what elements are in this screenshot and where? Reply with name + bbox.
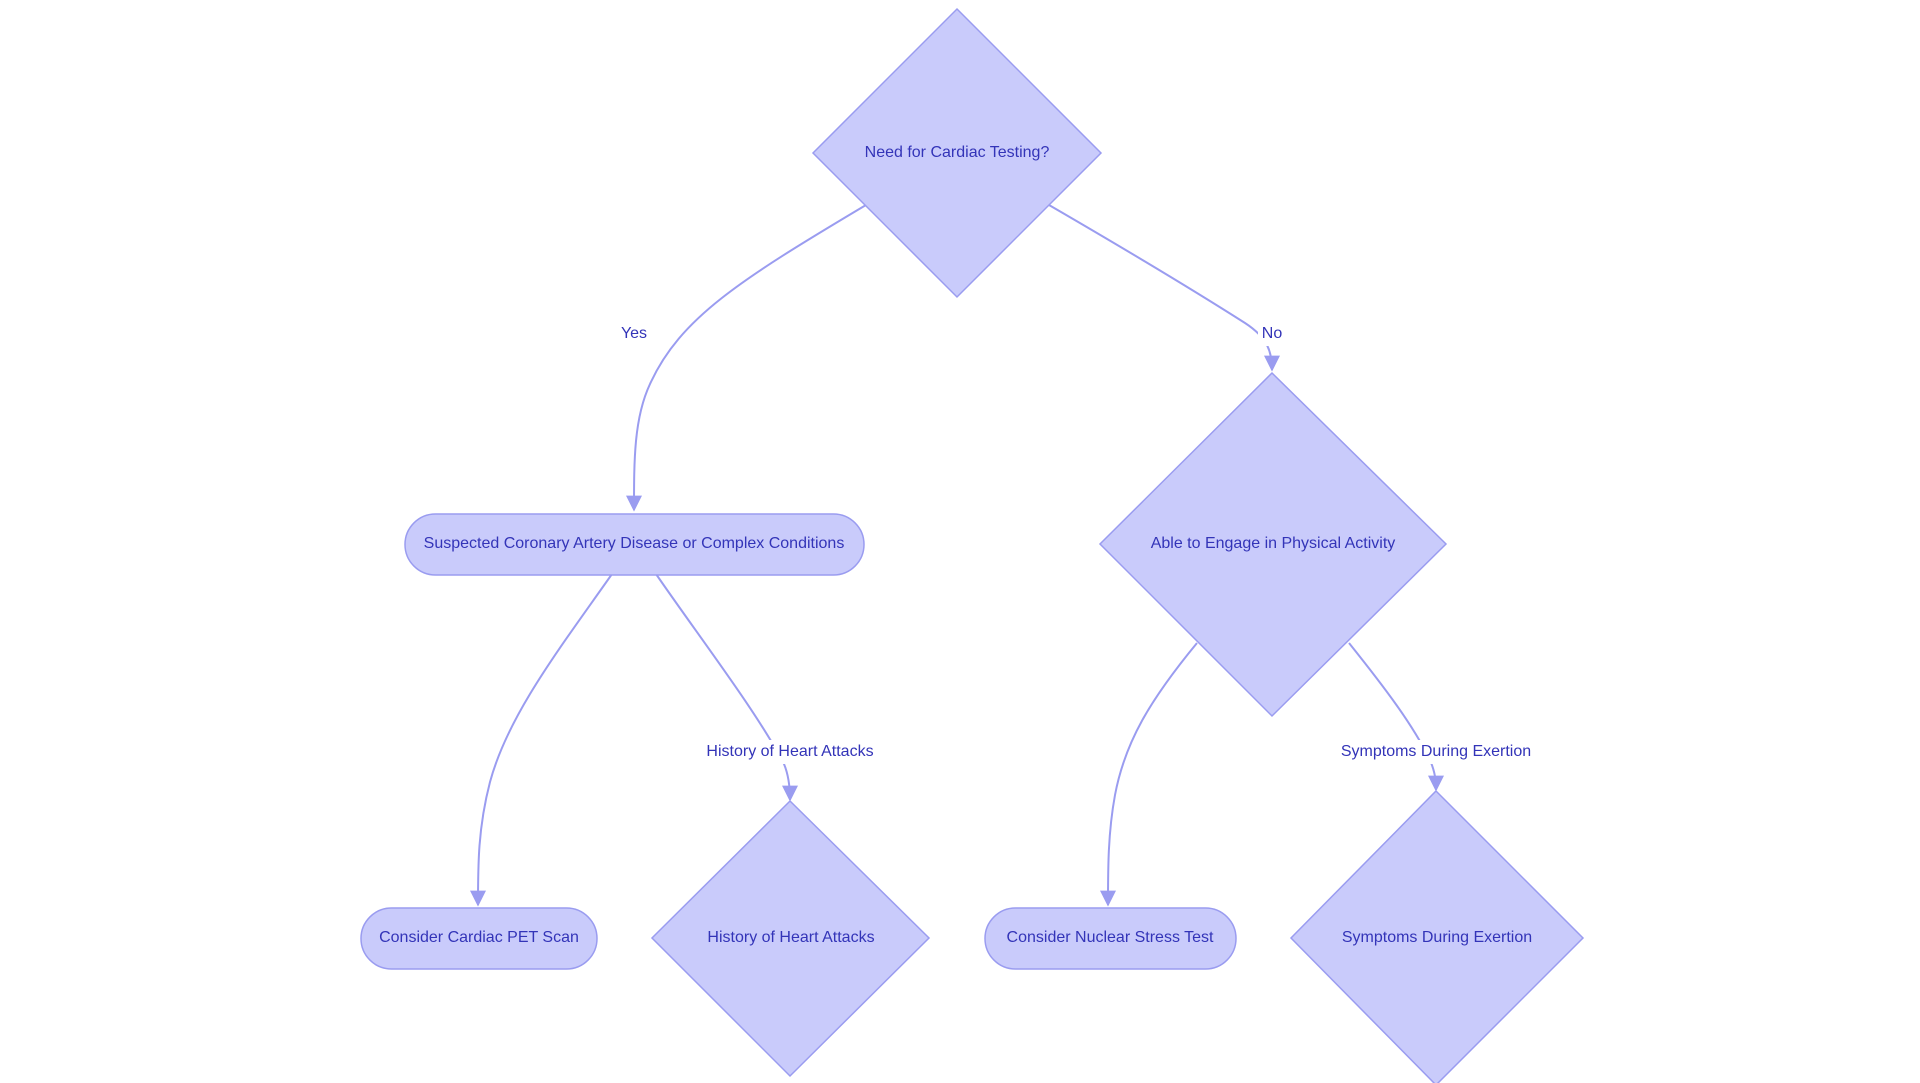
- node-cardiac-pet-scan-label: Consider Cardiac PET Scan: [379, 929, 579, 946]
- node-history-heart-attacks-label: History of Heart Attacks: [707, 929, 874, 946]
- node-physical-activity-label: Able to Engage in Physical Activity: [1151, 535, 1396, 552]
- edge-label-history-text: History of Heart Attacks: [706, 743, 873, 760]
- nodes: Need for Cardiac Testing? Suspected Coro…: [360, 7, 1585, 1083]
- node-nuclear-stress-test-label: Consider Nuclear Stress Test: [1007, 929, 1214, 946]
- node-need-for-cardiac-testing-label: Need for Cardiac Testing?: [865, 144, 1050, 161]
- edge-label-symptoms-text: Symptoms During Exertion: [1341, 743, 1531, 760]
- edge-to-pet-scan: [470, 573, 613, 907]
- node-suspected-cad: Suspected Coronary Artery Disease or Com…: [404, 513, 865, 576]
- edge-labels: Yes No History of Heart Attacks Symptoms…: [618, 322, 1534, 764]
- node-history-heart-attacks: History of Heart Attacks: [650, 799, 931, 1078]
- edge-label-history: History of Heart Attacks: [700, 740, 880, 764]
- node-nuclear-stress-test: Consider Nuclear Stress Test: [984, 907, 1237, 970]
- node-symptoms-during-exertion-label: Symptoms During Exertion: [1342, 929, 1532, 946]
- node-cardiac-pet-scan: Consider Cardiac PET Scan: [360, 907, 598, 970]
- edge-label-no-text: No: [1262, 325, 1283, 342]
- edge-label-yes-text: Yes: [621, 325, 647, 342]
- edge-no: [1048, 204, 1280, 372]
- edge-history: [655, 573, 798, 802]
- node-symptoms-during-exertion: Symptoms During Exertion: [1289, 789, 1585, 1083]
- node-need-for-cardiac-testing: Need for Cardiac Testing?: [811, 7, 1103, 299]
- node-suspected-cad-label: Suspected Coronary Artery Disease or Com…: [424, 535, 845, 552]
- edge-label-symptoms: Symptoms During Exertion: [1338, 740, 1534, 764]
- edge-label-no: No: [1258, 322, 1286, 346]
- node-physical-activity: Able to Engage in Physical Activity: [1098, 371, 1448, 718]
- edge-symptoms: [1348, 642, 1444, 792]
- edge-label-yes: Yes: [618, 322, 650, 346]
- edge-yes: [626, 204, 867, 512]
- edge-to-nuclear-stress: [1100, 642, 1198, 907]
